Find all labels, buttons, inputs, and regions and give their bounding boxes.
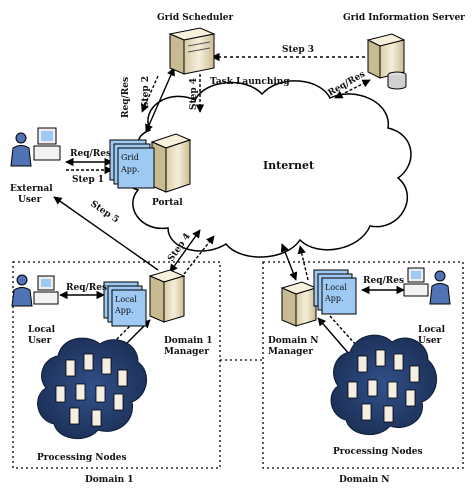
database-icon: [387, 71, 407, 90]
domain1-manager-label-line2: Manager: [164, 347, 209, 357]
domain1-box: [12, 261, 221, 469]
grid-scheduler-server-icon: [168, 27, 216, 75]
grid-information-server-icon: [366, 33, 406, 79]
domain1-manager-server-icon: [148, 269, 186, 323]
connectors: [53, 52, 405, 363]
domain1-local-app-label-line2: App.: [114, 306, 134, 315]
external-user-label-line2: User: [18, 195, 42, 205]
domain1-local-app-label-line1: Local: [115, 295, 137, 304]
internet-cloud-icon: Internet: [118, 80, 412, 258]
step4-label: Step 4: [189, 78, 199, 110]
scheduler-portal-reqres-arrow: [145, 67, 175, 133]
domainN-local-app-label-line1: Local: [325, 283, 347, 292]
step2-label: Step 2: [141, 76, 151, 108]
domain1-processing-nodes-label: Processing Nodes: [37, 453, 127, 463]
domainN-local-app-icon: Local App.: [313, 269, 357, 315]
step2-arrow: [141, 75, 159, 113]
step5-arrow: [53, 196, 159, 271]
task-launching-label: Task Launching: [210, 77, 290, 87]
domainN-cluster-icon: [330, 334, 437, 435]
grid-scheduler-label: Grid Scheduler: [157, 13, 234, 23]
domainN-manager-server-icon: [280, 281, 318, 327]
domain1-local-user-icon: [11, 274, 33, 307]
external-user-icon: [10, 132, 32, 167]
domain1-cloud-arrow: [169, 229, 201, 273]
external-user-reqres-label: Req/Res: [70, 149, 111, 159]
grid-app-label-line2: App.: [120, 165, 140, 174]
domainN-label: Domain N: [339, 475, 389, 485]
domainN-local-user-label-line1: Local: [418, 325, 446, 335]
domainN-manager-label-line2: Manager: [268, 347, 313, 357]
grid-app-label-line1: Grid: [121, 153, 139, 162]
step1-label: Step 1: [72, 175, 104, 185]
grid-information-server-label: Grid Information Server: [343, 13, 465, 23]
portal-server-icon: [150, 133, 192, 193]
domain1-manager-label-line1: Domain 1: [164, 336, 213, 346]
domainN-local-user-icon: [429, 270, 451, 305]
internet-label: Internet: [263, 159, 315, 172]
domainN-workstation-icon: [403, 267, 429, 297]
step4-domain1-arrow: [183, 235, 215, 275]
domainN-local-app-label-line2: App.: [324, 294, 344, 303]
info-server-reqres-arrow: [334, 79, 371, 99]
domainN-manager-label-line1: Domain N: [268, 336, 318, 346]
domain1-cluster-icon: [37, 337, 147, 439]
grid-app-icon: Grid App.: [109, 139, 155, 189]
scheduler-reqres-label: Req/Res: [121, 77, 131, 118]
step3-label: Step 3: [282, 45, 314, 55]
external-user-label-line1: External: [10, 184, 53, 194]
domain1-label: Domain 1: [85, 475, 134, 485]
domain1-local-user-label-line1: Local: [28, 325, 56, 335]
step5-label: Step 5: [88, 199, 120, 225]
domainN-cloud-dotted-arrow: [297, 245, 309, 281]
domainN-processing-nodes-label: Processing Nodes: [333, 447, 423, 457]
domain1-local-user-label-line2: User: [28, 336, 52, 346]
domainN-cloud-arrow: [280, 243, 298, 281]
domain1-local-reqres-label: Req/Res: [66, 283, 107, 293]
domain1-workstation-icon: [33, 275, 59, 305]
portal-label: Portal: [152, 198, 183, 208]
domain1-local-app-icon: Local App.: [103, 281, 147, 327]
domainN-local-user-label-line2: User: [418, 336, 442, 346]
domainN-box: [262, 261, 464, 469]
domainN-local-reqres-label: Req/Res: [363, 276, 404, 286]
workstation-icon: [33, 127, 61, 161]
